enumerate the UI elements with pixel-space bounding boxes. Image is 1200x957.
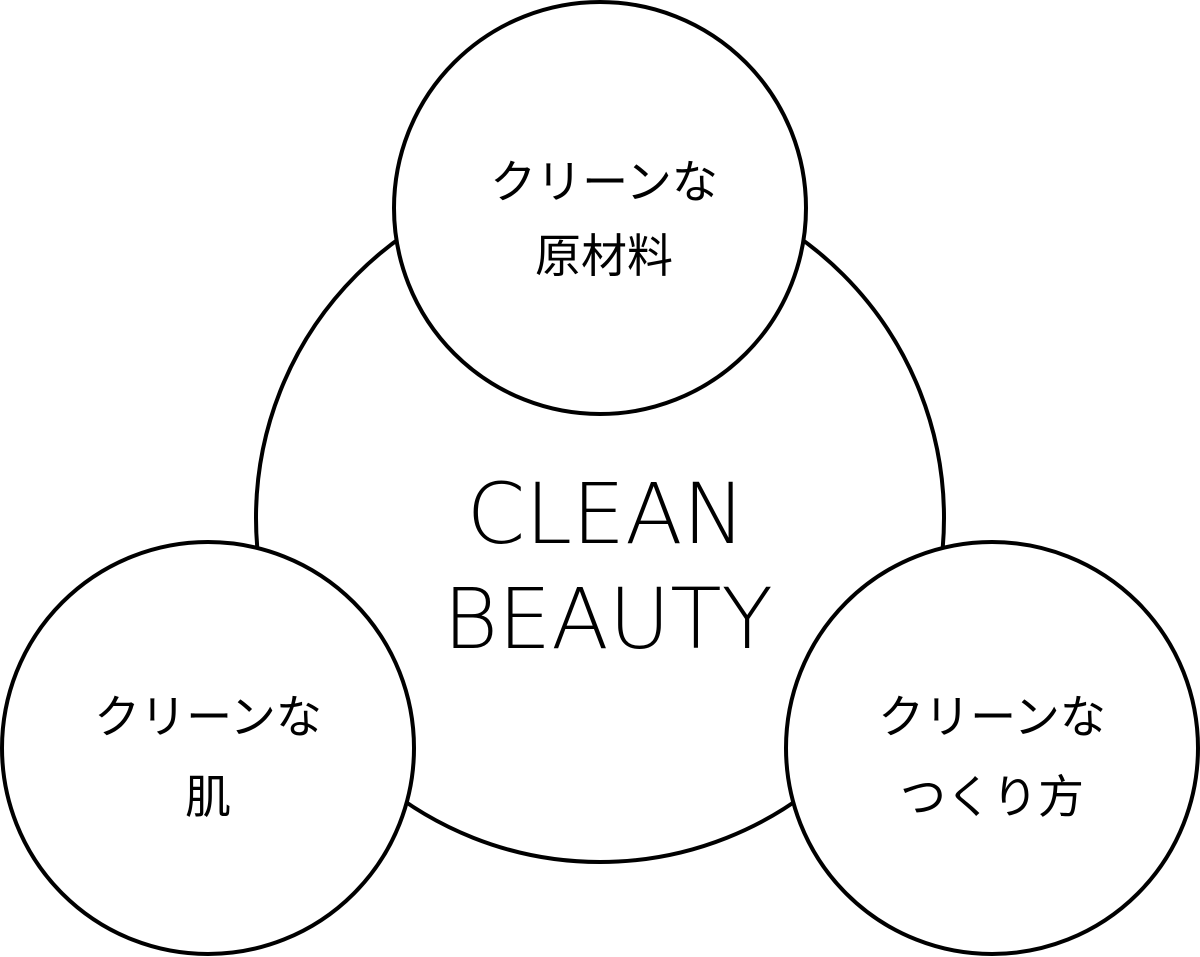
right-node-label-line1: クリーンな [878, 690, 1106, 744]
top-circle [392, 0, 808, 416]
top-node-label-line1: クリーンな [490, 155, 718, 209]
left-node-label-line1: クリーンな [94, 690, 322, 744]
center-label-line1: CLEAN [467, 465, 746, 563]
left-circle [0, 540, 416, 956]
top-node-label-line2: 原材料 [535, 229, 673, 283]
right-circle [784, 540, 1200, 956]
left-node-label-line2: 肌 [185, 770, 231, 824]
center-label-line2: BEAUTY [443, 570, 773, 668]
right-node-label-line2: つくり方 [900, 770, 1084, 824]
